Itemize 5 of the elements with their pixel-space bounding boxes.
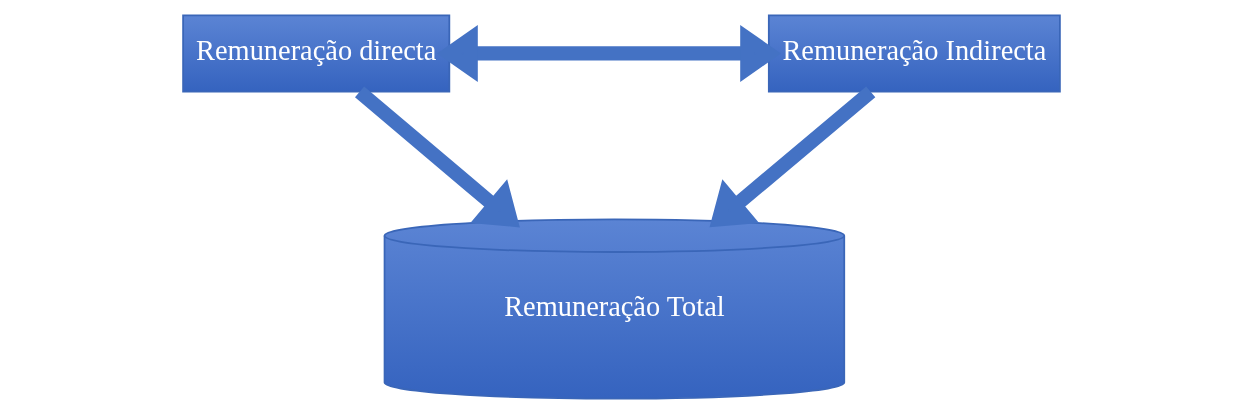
node-box: Remuneração Indirecta [767, 14, 1061, 93]
arrow [709, 86, 875, 228]
arrow [354, 86, 520, 228]
arrow [436, 24, 781, 83]
node-box: Remuneração directa [181, 14, 450, 93]
